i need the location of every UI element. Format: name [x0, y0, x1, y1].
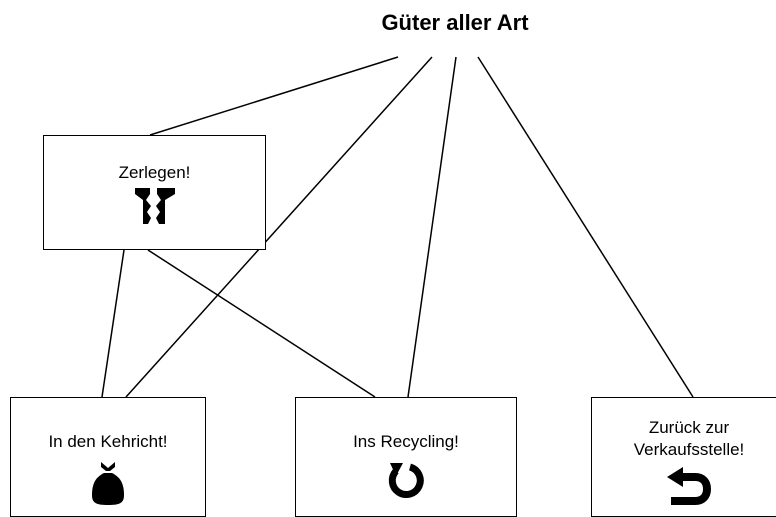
node-disassemble: Zerlegen!	[43, 135, 266, 250]
recycle-icon	[388, 463, 424, 498]
node-disassemble-label: Zerlegen!	[118, 163, 191, 182]
edge-title-to-trash	[125, 56, 433, 398]
node-recycling: Ins Recycling!	[295, 397, 517, 517]
node-trash: In den Kehricht!	[10, 397, 206, 517]
node-return-label-line2: Verkaufsstelle!	[633, 440, 745, 459]
trash-bag-icon	[92, 462, 124, 505]
node-trash-label: In den Kehricht!	[48, 432, 168, 451]
edge-title-to-recycling	[407, 56, 457, 398]
disassemble-icon	[134, 188, 175, 224]
node-return: Zurück zur Verkaufsstelle!	[591, 397, 776, 517]
edge-disassemble-to-recycling	[147, 249, 376, 398]
node-return-label-line1: Zurück zur	[648, 418, 730, 437]
diagram-title: Güter aller Art	[381, 10, 529, 35]
return-arrow-icon	[667, 467, 711, 505]
edge-title-to-disassemble	[149, 56, 399, 136]
edge-title-to-return	[477, 56, 694, 398]
node-recycling-label: Ins Recycling!	[353, 432, 459, 451]
edge-disassemble-to-trash	[101, 249, 125, 398]
